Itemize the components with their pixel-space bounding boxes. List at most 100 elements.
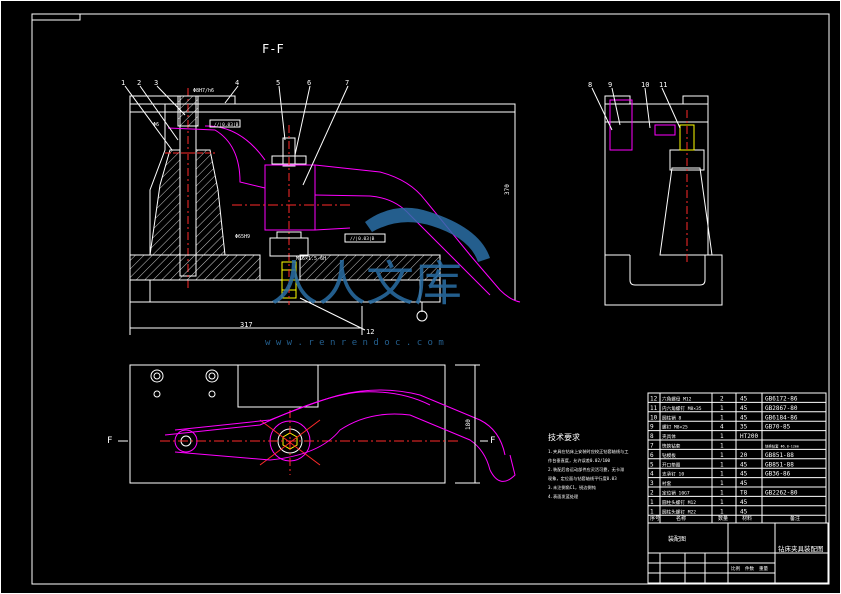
balloon-5: 5 [276,79,280,87]
fit-top: Φ8H7/h6 [193,88,214,94]
scale-label: 比例 [731,565,740,572]
balloon-7: 7 [345,79,349,87]
balloon-2: 2 [137,79,141,87]
bom-cell-qty: 1 [720,443,724,450]
bom-cell-name: 六角螺母 M12 [662,396,692,403]
bom-cell-qty: 1 [720,433,724,440]
arrow-label-left: F [107,436,112,446]
bom-cell-mat: 45 [740,405,748,412]
bom-cell-qty: 1 [720,499,724,506]
balloon-4: 4 [235,79,239,87]
balloon-6: 6 [307,79,311,87]
bom-cell-name: 定位销 10G7 [662,490,690,497]
arrow-label-right: F [490,436,495,446]
watermark: 人人文库 w w w . r e n r e n d o c . c o m [265,207,490,348]
bom-cell-qty: 1 [720,508,724,515]
bom-cell-mat: 45 [740,499,748,506]
tech-line-6: 4.表面发蓝处理 [548,493,579,500]
bom-cell-name: 圆柱头螺钉 M12 [662,499,696,506]
dim-height: 370 [504,184,511,195]
weight-label: 重量 [759,565,768,572]
bom-cell-no: 1 [650,508,654,515]
bom-cell-name: 快换钻套 [662,443,681,450]
front-section-view: 3 1 7 370 Φ8H7/h6 Φ65H9 Φ6 M16×1.5-6H //|0… [121,79,521,336]
bom-cell-name: 钻模板 [662,452,676,459]
bom-cell-qty: 1 [720,461,724,468]
bom-cell-no: 2 [650,490,654,497]
bom-cell-std: GB70-85 [765,424,791,431]
bom-cell-mat: 45 [740,396,748,403]
bom-cell-no: 11 [650,405,658,412]
watermark-url: w w w . r e n r e n d o c . c o m [265,338,444,348]
tech-line-2: 作台垂直度，允许误差0.02/100 [548,457,611,464]
bom-cell-name: 衬套 [662,480,672,487]
bom-cell-name: 内六角螺钉 M8×35 [662,405,702,412]
bom-cell-std: GB851-88 [765,461,794,468]
bom-cell-mat: 45 [740,508,748,515]
drawing-name: 钻床夹具装配图 [778,544,824,553]
corner-tag [31,13,81,21]
balloon-9: 9 [608,81,612,89]
bom-cell-mat: 45 [740,480,748,487]
bom-cell-no: 9 [650,424,654,431]
bom-cell-name: 圆柱销 8 [662,414,682,421]
bom-cell-mat: T8 [740,490,748,497]
watermark-text: 人人文库 [270,256,462,312]
bom-cell-no: 5 [650,461,654,468]
bom-cell-std: GB6172-86 [765,396,798,403]
bom-cell-mat: 45 [740,414,748,421]
assembly-label: 装配图 [668,535,686,543]
bom-cell-qty: 1 [720,405,724,412]
tech-line-4: 现象，定位面与钻套轴线平行度0.03 [548,475,617,482]
bom-header-no: 序号 [650,515,660,522]
bom-cell-no: 6 [650,452,654,459]
bom-header-note: 备注 [790,515,800,522]
balloon-10: 10 [641,81,649,89]
bom-cell-std: GB36-86 [765,471,791,478]
tech-requirements: 技术要求 1.夹具在钻床上安装时应校正钻套轴线与工 作台垂直度，允许误差0.02… [548,432,628,500]
bom-cell-qty: 1 [720,452,724,459]
thread-callout: M16×1.5-6H [296,256,326,262]
bom-header-qty: 数量 [718,515,728,522]
tech-line-5: 3.未注倒角C1，锐边倒钝 [548,484,597,491]
balloon-3: 3 [154,79,158,87]
dim-plan-depth: 180 [465,419,472,430]
bom-cell-name: 支承钉 10 [662,471,684,478]
fit-mid: Φ65H9 [235,234,250,240]
bom-cell-name: 开口垫圈 [662,461,681,468]
bom-cell-name: 螺钉 M8×25 [662,424,688,431]
bom-cell-name: 夹具体 [662,433,676,440]
bom-cell-qty: 1 [720,471,724,478]
plan-view: 180 F F [107,364,516,484]
section-label: F-F [262,42,284,56]
bom-header-mat: 材料 [742,515,752,522]
bom-cell-std: GB6184-86 [765,414,798,421]
balloon-1: 1 [121,79,125,87]
bom-cell-std: GB851-88 [765,452,794,459]
bom-cell-std: GB2262-80 [765,490,798,497]
tech-line-3: 2.装配后各运动部件应灵活可靠，无卡滞 [548,466,624,473]
bom-cell-no: 7 [650,443,654,450]
bom-header-name: 名称 [676,515,686,522]
bom-cell-mat: 45 [740,471,748,478]
bom-cell-std: 快换钻套 Φ6.8-12mm [765,444,799,449]
tech-title: 技术要求 [548,432,580,442]
side-view: 8 9 10 11 [588,81,723,306]
bom-cell-no: 1 [650,499,654,506]
balloon-12-front: 12 [366,328,374,336]
bom-cell-no: 4 [650,471,654,478]
bom-cell-qty: 2 [720,396,724,403]
tol-frame-2: //|0.03|B [350,236,375,242]
title-block: 装配图 钻床夹具装配图 比例 件数 重量 [647,522,829,584]
bom-cell-mat: 35 [740,424,748,431]
bom-cell-qty: 4 [720,424,724,431]
bom-cell-no: 3 [650,480,654,487]
bom-cell-qty: 1 [720,480,724,487]
balloon-8: 8 [588,81,592,89]
bom-cell-no: 10 [650,414,658,421]
bom-cell-mat: HT200 [740,433,758,440]
bom-cell-mat: 45 [740,461,748,468]
fit-small: Φ6 [153,122,159,128]
